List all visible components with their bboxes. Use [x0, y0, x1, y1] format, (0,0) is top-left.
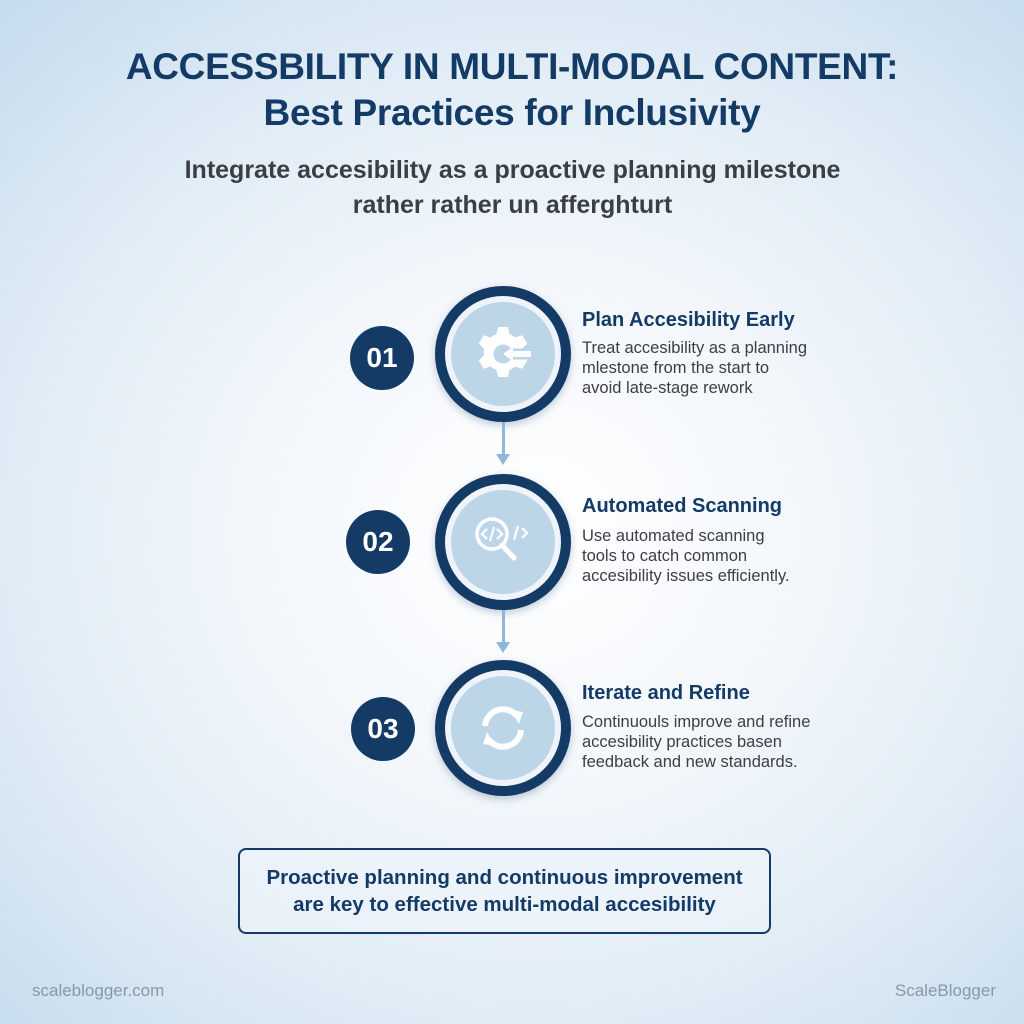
step-icon-circle	[435, 474, 571, 610]
page-title: ACCESSBILITY IN MULTI-MODAL CONTENT: Bes…	[0, 44, 1024, 136]
footer-website: scaleblogger.com	[32, 981, 165, 1000]
code-search-icon	[475, 517, 529, 561]
step-number-badge: 01	[350, 326, 414, 390]
desc-line: Continuouls improve and refine	[582, 713, 811, 731]
subtitle-line-2: rather rather un afferghturt	[352, 191, 673, 219]
connector-line	[502, 610, 505, 646]
desc-line: feedback and new standards.	[582, 753, 798, 771]
step-description: Use automated scanning tools to catch co…	[582, 526, 842, 586]
desc-line: avoid late-stage rework	[582, 379, 753, 397]
desc-line: Treat accesibility as a planning	[582, 339, 808, 357]
desc-line: mlestone from the start to	[582, 359, 770, 377]
footer-brand: ScaleBlogger	[894, 981, 996, 1000]
summary-line-2: are key to effective multi-modal accesib…	[293, 893, 716, 916]
step-icon-circle	[435, 286, 571, 422]
title-line-2: Best Practices for Inclusivity	[263, 92, 761, 133]
subtitle-line-1: Integrate accesibility as a proactive pl…	[184, 156, 841, 184]
step-description: Continuouls improve and refine accesibil…	[582, 712, 842, 772]
gear-arrow-icon	[478, 327, 531, 377]
step-2: 02 Automated Scanning Use automated scan…	[0, 474, 1024, 634]
desc-line: tools to catch common	[582, 547, 748, 565]
step-number-badge: 02	[346, 510, 410, 574]
step-title: Automated Scanning	[582, 495, 783, 517]
refresh-cycle-icon	[482, 706, 524, 750]
page-subtitle: Integrate accesibility as a proactive pl…	[140, 153, 885, 223]
step-1: 01 Plan Accesibility Early Treat accesib…	[0, 286, 1024, 446]
down-arrow-icon	[496, 454, 510, 465]
summary-callout: Proactive planning and continuous improv…	[238, 848, 771, 934]
step-icon-circle	[435, 660, 571, 796]
step-title: Iterate and Refine	[582, 682, 750, 704]
summary-text: Proactive planning and continuous improv…	[266, 864, 742, 918]
down-arrow-icon	[496, 642, 510, 653]
title-line-1: ACCESSBILITY IN MULTI-MODAL CONTENT:	[125, 46, 899, 87]
summary-line-1: Proactive planning and continuous improv…	[266, 866, 743, 889]
connector-line	[502, 422, 505, 458]
desc-line: accesibility practices basen	[582, 733, 782, 751]
step-3: 03 Iterate and Refine Continuouls improv…	[0, 660, 1024, 820]
step-title: Plan Accesibility Early	[582, 309, 795, 331]
desc-line: Use automated scanning	[582, 527, 765, 545]
desc-line: accesibility issues efficiently.	[582, 567, 790, 585]
step-description: Treat accesibility as a planning mleston…	[582, 338, 842, 398]
step-number-badge: 03	[351, 697, 415, 761]
